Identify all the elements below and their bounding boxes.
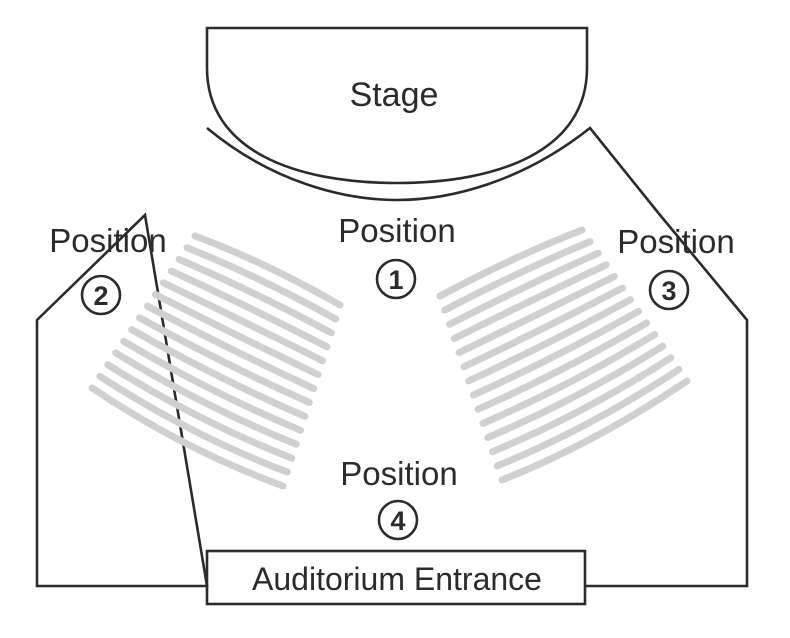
position-4-number: 4 [390,506,405,536]
position-1-label: Position [338,212,455,249]
position-3-circle [648,269,690,311]
position-1-marker: Position 1 [338,212,456,300]
position-2-number: 2 [93,281,108,311]
stage-label: Stage [350,76,439,114]
seat-row-left [128,326,309,420]
seat-row-right [455,272,618,357]
seat-row-right [498,377,691,484]
seat-row-right [488,354,675,456]
seat-row-right [474,319,651,413]
stage-shape [205,26,589,185]
seat-row-right [484,342,667,442]
position-3-number: 3 [661,276,676,306]
position-3-marker: Position 3 [617,223,735,311]
position-2-marker: Position 2 [49,222,167,316]
seat-row-right [479,331,659,427]
seat-row-right [441,238,594,314]
position-1-circle [375,258,417,300]
seat-row-left [143,302,318,393]
entrance-box [205,549,587,606]
seat-row-right [493,365,683,470]
seating-right [436,226,691,484]
position-2-label: Position [49,222,166,259]
seat-row-left [191,232,344,309]
position-4-label: Position [340,455,457,492]
seat-row-right [450,261,610,342]
seat-row-left [151,290,322,379]
seat-row-left [112,349,300,448]
seat-row-right [446,249,602,328]
seat-row-left [167,267,331,351]
seat-row-left [88,384,287,490]
seat-row-left [96,372,291,476]
seat-row-right [436,226,586,300]
seat-row-left [159,279,326,365]
position-4-marker: Position 4 [340,455,458,541]
seat-row-left [175,255,335,337]
seat-row-right [469,307,643,399]
seat-row-left [104,361,296,462]
position-2-circle [80,274,122,316]
seat-row-left [136,314,313,406]
seat-row-left [120,337,305,434]
auditorium-wall [35,126,749,588]
seat-row-right [460,284,626,371]
seating-left [88,232,344,490]
entrance-label: Auditorium Entrance [252,561,542,597]
position-4-circle [377,499,419,541]
position-1-number: 1 [388,265,403,295]
seat-row-right [465,296,634,385]
seat-row-left [183,244,340,323]
position-3-label: Position [617,223,734,260]
